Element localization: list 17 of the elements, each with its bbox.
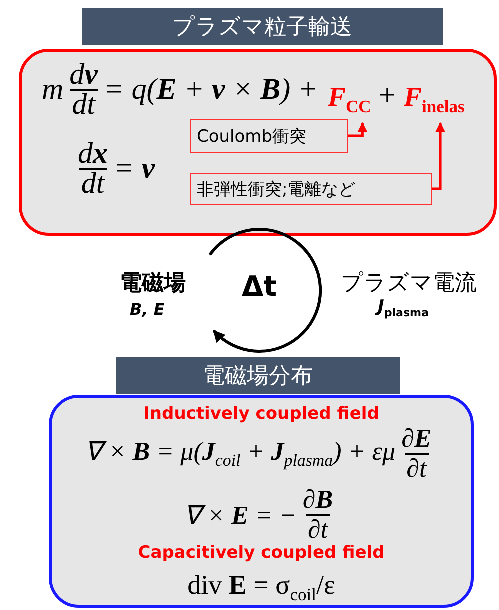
arrow [432,122,446,190]
quantity-label: プラズマ電流 [341,270,477,298]
equation-box [19,49,497,236]
time-step-label: Δt [242,270,278,303]
quantity-label: 電磁場 [120,270,186,298]
plus-sign: + [377,79,398,113]
force-term: F$_{inelas}$ [404,81,465,122]
quantity-symbol: B, E [130,300,165,319]
title-band: 電磁場分布 [116,357,400,394]
note-box: 非弾性衝突;電離など [190,173,432,205]
equation-box [49,395,474,608]
note-box: Coulomb衝突 [190,119,348,153]
equation: div E = σ$_{coil}$/ε [186,570,336,606]
field-label: Capacitively coupled field [137,543,386,563]
title-band: プラズマ粒子輸送 [82,8,443,45]
arrow [348,122,368,138]
field-label: Inductively coupled field [142,404,380,424]
